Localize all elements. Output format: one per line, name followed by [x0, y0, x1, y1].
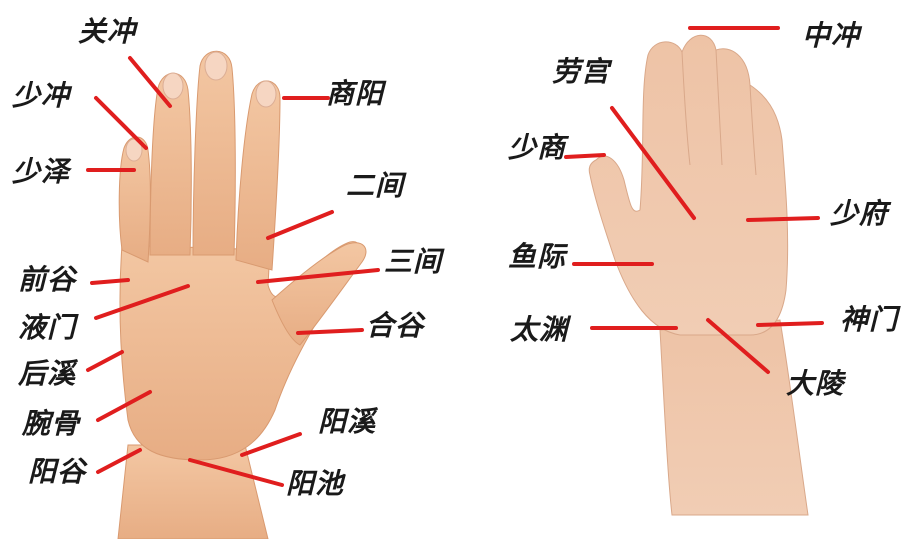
back-of-hand	[117, 50, 367, 539]
leader-line-qiangu	[90, 278, 130, 285]
acupoint-label-yangxi: 阳溪	[318, 405, 377, 438]
index-fingernail	[255, 80, 277, 108]
back-hand-ring-finger	[149, 72, 192, 256]
leader-line-sanjian	[256, 268, 380, 284]
acupoint-label-shaofu: 少府	[830, 197, 889, 230]
leader-line-yanggu	[96, 448, 142, 474]
acupoint-label-erjian: 二间	[346, 169, 405, 202]
leader-lines	[86, 26, 824, 487]
acupoint-label-yangchi: 阳池	[286, 467, 345, 500]
acupoint-label-shaochong: 少冲	[12, 79, 71, 112]
back-hand-index-finger	[235, 80, 281, 271]
middle-fingernail	[204, 51, 228, 81]
back-hand-thumb	[271, 242, 367, 346]
acupoint-label-zhongchong: 中冲	[802, 19, 861, 52]
palm-of-hand	[588, 34, 809, 516]
leader-line-laogong	[610, 106, 696, 220]
leader-line-shaofu	[746, 216, 820, 222]
palm-forearm	[659, 319, 809, 516]
acupoint-label-yanggu: 阳谷	[28, 455, 87, 488]
leader-line-yemen	[94, 284, 190, 320]
acupoint-label-houxi: 后溪	[18, 357, 77, 390]
palm-finger-crease	[681, 49, 757, 176]
acupoint-label-guanchong: 关冲	[78, 15, 137, 48]
leader-line-daling	[706, 318, 770, 374]
acupoint-label-taiyuan: 太渊	[510, 313, 569, 346]
acupoint-label-sanjian: 三间	[384, 245, 443, 278]
acupoint-label-shaoshang: 少商	[508, 131, 567, 164]
acupoint-label-daling: 大陵	[786, 367, 845, 400]
leader-line-wangu	[96, 390, 152, 422]
acupoint-label-yuji: 鱼际	[508, 240, 567, 273]
leader-line-yangchi	[188, 458, 284, 487]
acupoint-label-wangu: 腕骨	[22, 407, 81, 440]
leader-line-guanchong	[128, 56, 172, 108]
back-hand-middle-finger	[192, 50, 236, 256]
leader-line-shaoshang	[564, 153, 606, 159]
leader-line-shaochong	[94, 96, 148, 150]
acupoint-label-shaoze: 少泽	[12, 155, 71, 188]
leader-line-hegu	[296, 328, 364, 335]
acupoint-label-shangyang: 商阳	[326, 77, 385, 110]
acupoint-label-qiangu: 前谷	[18, 263, 77, 296]
leader-line-houxi	[86, 350, 124, 372]
acupoint-label-shenmen: 神门	[840, 303, 899, 336]
palm-hand	[588, 34, 789, 336]
acupoint-label-laogong: 劳宫	[552, 55, 611, 88]
acupoint-label-hegu: 合谷	[366, 309, 425, 342]
acupoint-label-yemen: 液门	[18, 311, 77, 344]
ring-fingernail	[162, 72, 184, 100]
leader-line-yangxi	[240, 432, 302, 457]
leader-line-erjian	[266, 210, 334, 240]
leader-line-shenmen	[756, 321, 824, 327]
little-fingernail	[125, 138, 143, 162]
